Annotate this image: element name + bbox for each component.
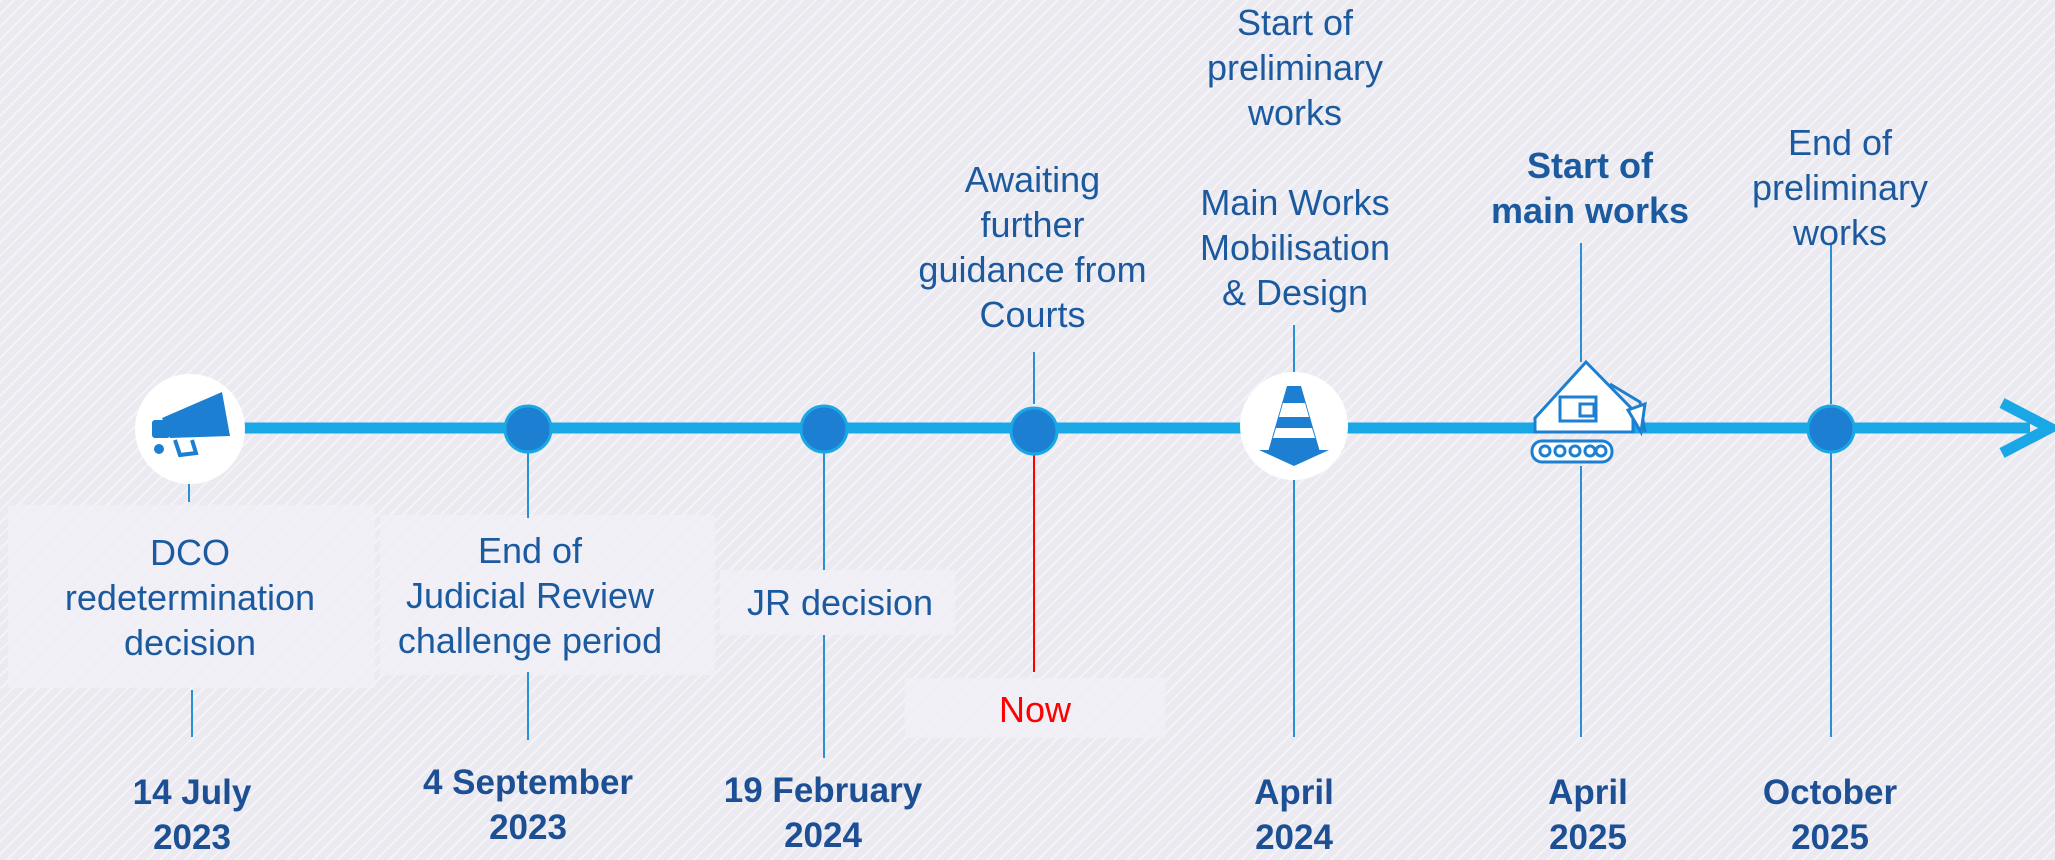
excavator-icon <box>1530 359 1647 464</box>
label-main-start-top: Start of main works <box>1490 145 1690 231</box>
date-end-prelim: October 2025 <box>1762 773 1898 857</box>
label-now-top: Awaiting further guidance from Courts <box>918 159 1147 335</box>
timeline-arrowhead-icon <box>1999 398 2055 458</box>
label-prelim-start-top: Start of preliminary works <box>1206 2 1384 133</box>
label-now: Now <box>998 689 1072 730</box>
date-dco: 14 July 2023 <box>132 773 252 857</box>
connectors <box>188 243 1832 758</box>
label-end-prelim-top: End of preliminary works <box>1751 122 1929 253</box>
label-main-works-mobilisation: Main Works Mobilisation & Design <box>1199 182 1391 313</box>
panel-dco <box>8 505 375 688</box>
traffic-cone-icon <box>1240 372 1348 480</box>
dot-now <box>1009 406 1059 456</box>
label-jr-decision: JR decision <box>746 582 934 623</box>
label-dco: DCO redetermination decision <box>64 532 316 663</box>
megaphone-icon <box>135 374 245 484</box>
dot-end-prelim <box>1806 404 1856 454</box>
date-jr-decision: 19 February 2024 <box>723 771 923 855</box>
dot-jr-end <box>503 404 553 454</box>
panel-jr-decision <box>720 570 955 635</box>
panel-now <box>905 678 1165 738</box>
milestone-dots <box>503 404 1856 456</box>
panel-jr-end <box>380 515 715 675</box>
date-jr-end: 4 September 2023 <box>422 763 634 847</box>
date-prelim-start: April 2024 <box>1254 773 1334 857</box>
date-main-start: April 2025 <box>1548 773 1628 857</box>
label-jr-end: End of Judicial Review challenge period <box>397 530 663 661</box>
dot-jr-decision <box>799 404 849 454</box>
